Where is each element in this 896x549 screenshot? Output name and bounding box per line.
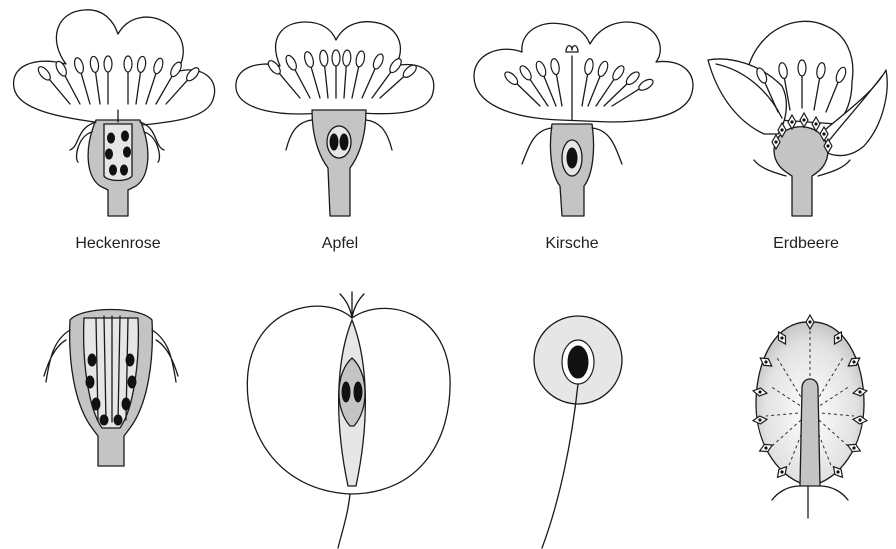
strawberry-flower-illustration [708,21,887,216]
apple-flower-illustration [236,22,434,216]
apple-fruit-illustration [247,292,450,548]
rose-flower-illustration [14,10,215,216]
label-kirsche: Kirsche [482,234,662,254]
rose-fruit-illustration [44,310,178,467]
label-apfel: Apfel [250,234,430,254]
cherry-fruit-illustration [534,316,622,548]
cherry-flower-illustration [474,22,693,216]
strawberry-fruit-illustration [752,315,867,518]
label-heckenrose: Heckenrose [28,234,208,254]
label-erdbeere: Erdbeere [716,234,896,254]
